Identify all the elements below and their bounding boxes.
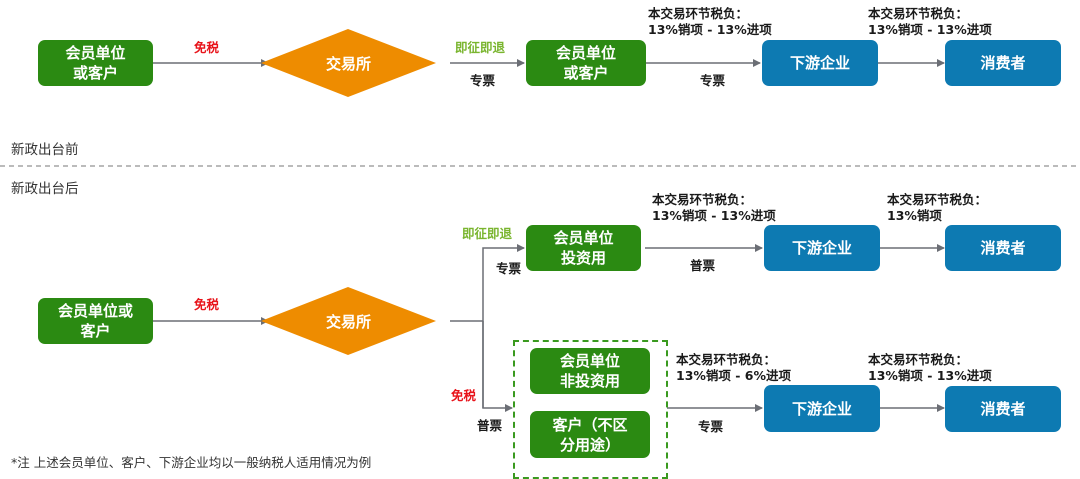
section-label-before: 新政出台前: [11, 142, 79, 158]
footnote: *注 上述会员单位、客户、下游企业均以一般纳税人适用情况为例: [11, 455, 372, 470]
lower-recipients-group: [513, 340, 668, 479]
before-tax-2: 本交易环节税负： 13%销项 - 13%进项: [868, 6, 992, 38]
after-upper-downstream-node: 下游企业: [764, 225, 880, 271]
tax-value: 13%销项 - 13%进项: [868, 22, 992, 37]
tax-value: 13%销项: [887, 208, 942, 223]
tax-value: 13%销项 - 13%进项: [868, 368, 992, 383]
tax-value: 13%销项 - 13%进项: [648, 22, 772, 37]
before-downstream-node: 下游企业: [762, 40, 878, 86]
after-upper-invoice-2: 普票: [690, 258, 716, 273]
tax-title: 本交易环节税负：: [652, 192, 753, 207]
after-lower-invoice-2: 专票: [698, 419, 724, 434]
before-invoice-2: 专票: [700, 73, 726, 88]
tax-title: 本交易环节税负：: [648, 6, 749, 21]
after-exchange-label: 交易所: [325, 312, 371, 331]
after-source-node: 会员单位或 客户: [38, 298, 153, 344]
after-upper-consumer-node: 消费者: [945, 225, 1061, 271]
before-invoice-1: 专票: [470, 73, 496, 88]
after-lower-invoice-1: 普票: [477, 418, 503, 433]
after-lower-customer-node: 客户（不区 分用途）: [530, 411, 650, 458]
tax-title: 本交易环节税负：: [868, 352, 969, 367]
after-lower-member-node: 会员单位 非投资用: [530, 348, 650, 394]
tax-title: 本交易环节税负：: [676, 352, 777, 367]
exchange-diamond-after: [261, 287, 436, 355]
after-upper-refund-label: 即征即退: [462, 226, 513, 241]
after-upper-invoice-1: 专票: [496, 261, 522, 276]
tax-value: 13%销项 - 6%进项: [676, 368, 792, 383]
tax-title: 本交易环节税负：: [887, 192, 988, 207]
after-upper-tax-1: 本交易环节税负： 13%销项 - 13%进项: [652, 192, 776, 224]
after-lower-tax-1: 本交易环节税负： 13%销项 - 6%进项: [676, 352, 791, 384]
before-source-node: 会员单位 或客户: [38, 40, 153, 86]
section-label-after: 新政出台后: [11, 181, 79, 197]
after-lower-exempt-label: 免税: [451, 388, 477, 403]
after-upper-tax-2: 本交易环节税负： 13%销项: [887, 192, 987, 224]
after-lower-tax-2: 本交易环节税负： 13%销项 - 13%进项: [868, 352, 992, 384]
arrow-after-branch-lower: [482, 321, 513, 412]
after-lower-consumer-node: 消费者: [945, 386, 1061, 432]
before-tax-1: 本交易环节税负： 13%销项 - 13%进项: [648, 6, 772, 38]
after-lower-downstream-node: 下游企业: [764, 385, 880, 432]
tax-value: 13%销项 - 13%进项: [652, 208, 776, 223]
after-exempt-label: 免税: [194, 297, 220, 312]
before-exempt-label: 免税: [194, 40, 220, 55]
tax-title: 本交易环节税负：: [868, 6, 969, 21]
before-member-node: 会员单位 或客户: [526, 40, 646, 86]
before-refund-label: 即征即退: [455, 40, 506, 55]
exchange-diamond-before: [261, 29, 436, 97]
before-consumer-node: 消费者: [945, 40, 1061, 86]
before-exchange-label: 交易所: [325, 54, 371, 73]
after-upper-member-node: 会员单位 投资用: [526, 225, 641, 271]
